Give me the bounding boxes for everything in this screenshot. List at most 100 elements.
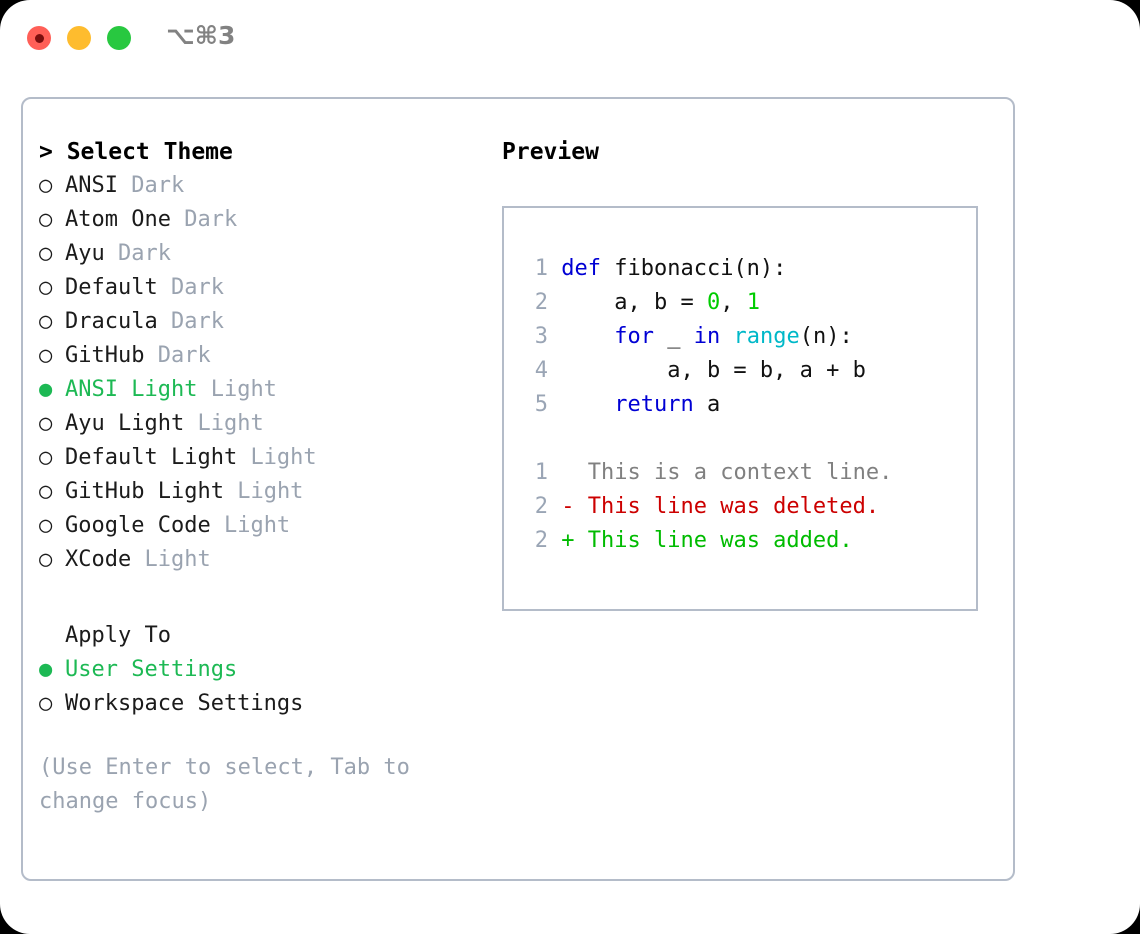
radio-unselected-icon[interactable]: ○ (39, 513, 53, 538)
theme-name-label: Ayu (65, 241, 105, 266)
code-token: return (614, 392, 694, 417)
theme-list-item[interactable]: ○XCode Light (39, 543, 489, 577)
maximize-window-button[interactable] (107, 26, 131, 50)
theme-name-label: Default (65, 275, 158, 300)
line-number: 3 (534, 324, 548, 349)
theme-picker-panel: > Select Theme ○ANSI Dark○Atom One Dark○… (21, 97, 1015, 881)
preview-column: Preview 1 def fibonacci(n):2 a, b = 0, 1… (502, 135, 1002, 611)
code-token: a, b = (561, 290, 707, 315)
code-line: 2 a, b = 0, 1 (504, 286, 976, 320)
radio-unselected-icon[interactable]: ○ (39, 411, 53, 436)
select-theme-heading: > Select Theme (39, 139, 233, 165)
theme-variant-label: Light (237, 479, 304, 504)
code-token (561, 392, 614, 417)
diff-sample: 1 This is a context line.2 - This line w… (504, 456, 976, 558)
apply-to-option[interactable]: ●User Settings (39, 653, 489, 687)
theme-name-label: Google Code (65, 513, 211, 538)
radio-selected-icon[interactable]: ● (39, 657, 53, 682)
line-number: 2 (534, 528, 548, 553)
code-token: def (561, 256, 615, 281)
theme-list-item[interactable]: ○ Google Code Light (39, 509, 489, 543)
theme-variant-label: Light (223, 513, 291, 538)
code-token: for (614, 324, 654, 349)
code-line: 3 for _ in range(n): (504, 320, 976, 354)
theme-list-item[interactable]: ○ANSI Dark (39, 169, 489, 203)
diff-marker: + (561, 528, 588, 553)
diff-marker: - (561, 494, 588, 519)
radio-unselected-icon[interactable]: ○ (39, 309, 53, 334)
theme-list-item[interactable]: ○ GitHub Light Light (39, 475, 489, 509)
theme-name-label: Dracula (65, 309, 158, 334)
close-window-button[interactable] (27, 26, 51, 50)
line-number: 1 (534, 256, 548, 281)
theme-list[interactable]: ○ANSI Dark○Atom One Dark○Ayu Dark○Defaul… (39, 169, 489, 577)
code-token (720, 324, 733, 349)
code-token: in (693, 324, 721, 349)
code-line: 1 def fibonacci(n): (504, 252, 976, 286)
theme-name-label: Atom One (65, 207, 171, 232)
keyboard-hint-text: (Use Enter to select, Tab to change focu… (39, 755, 410, 814)
theme-name-label: GitHub (65, 343, 145, 368)
theme-list-item[interactable]: ○ GitHub Dark (39, 339, 489, 373)
theme-list-item[interactable]: ○ Atom One Dark (39, 203, 489, 237)
code-token: a, b = b, a + b (561, 358, 866, 383)
theme-variant-label: Dark (170, 309, 224, 334)
code-token: 0 (706, 290, 721, 315)
theme-variant-label: Dark (131, 173, 185, 198)
apply-to-label: Workspace Settings (65, 691, 304, 716)
line-number: 4 (534, 358, 548, 383)
apply-to-heading: Apply To (65, 623, 171, 648)
window-controls (27, 26, 131, 50)
line-number: 2 (534, 494, 548, 519)
preview-heading: Preview (502, 139, 599, 165)
theme-list-item[interactable]: ○Ayu Light Light (39, 407, 489, 441)
theme-name-label: ANSI Light (65, 377, 198, 402)
code-diff-spacer (504, 422, 976, 456)
code-token: a (693, 392, 721, 417)
theme-variant-label: Light (210, 377, 277, 402)
radio-unselected-icon[interactable]: ○ (39, 275, 53, 300)
title-bar: ⌥⌘3 (0, 0, 1140, 78)
radio-unselected-icon[interactable]: ○ (39, 691, 53, 716)
theme-list-item[interactable]: ● ANSI Light Light (39, 373, 489, 407)
code-token: range (733, 324, 800, 349)
diff-text: This line was deleted. (587, 494, 880, 519)
line-number: 1 (534, 460, 548, 485)
radio-unselected-icon[interactable]: ○ (39, 173, 53, 198)
theme-name-label: Default Light (65, 445, 238, 470)
line-number: 5 (534, 392, 548, 417)
theme-list-item[interactable]: ○Default Dark (39, 271, 489, 305)
apply-to-option[interactable]: ○ Workspace Settings (39, 687, 489, 721)
radio-unselected-icon[interactable]: ○ (39, 479, 53, 504)
code-token: (n): (799, 324, 853, 349)
theme-variant-label: Dark (184, 207, 238, 232)
theme-list-item[interactable]: ○Ayu Dark (39, 237, 489, 271)
radio-unselected-icon[interactable]: ○ (39, 547, 53, 572)
theme-list-item[interactable]: ○ Dracula Dark (39, 305, 489, 339)
radio-selected-icon[interactable]: ● (39, 377, 53, 402)
code-line: 5 return a (504, 388, 976, 422)
diff-line: 2 - This line was deleted. (504, 490, 976, 524)
radio-unselected-icon[interactable]: ○ (39, 207, 53, 232)
theme-name-label: GitHub Light (65, 479, 224, 504)
hint-spacer (39, 721, 489, 751)
line-number: 2 (534, 290, 548, 315)
radio-unselected-icon[interactable]: ○ (39, 241, 53, 266)
code-line: 4 a, b = b, a + b (504, 354, 976, 388)
diff-marker (561, 460, 588, 485)
apply-to-list[interactable]: ●User Settings ○ Workspace Settings (39, 653, 489, 721)
diff-text: This is a context line. (587, 460, 893, 485)
radio-unselected-icon[interactable]: ○ (39, 343, 53, 368)
code-token: 1 (746, 290, 760, 315)
theme-variant-label: Light (250, 445, 317, 470)
code-token: fibonacci(n): (614, 256, 787, 281)
diff-line: 1 This is a context line. (504, 456, 976, 490)
minimize-window-button[interactable] (67, 26, 91, 50)
theme-variant-label: Dark (157, 343, 211, 368)
radio-unselected-icon[interactable]: ○ (39, 445, 53, 470)
theme-list-item[interactable]: ○ Default Light Light (39, 441, 489, 475)
section-spacer (39, 577, 489, 619)
theme-variant-label: Light (197, 411, 264, 436)
